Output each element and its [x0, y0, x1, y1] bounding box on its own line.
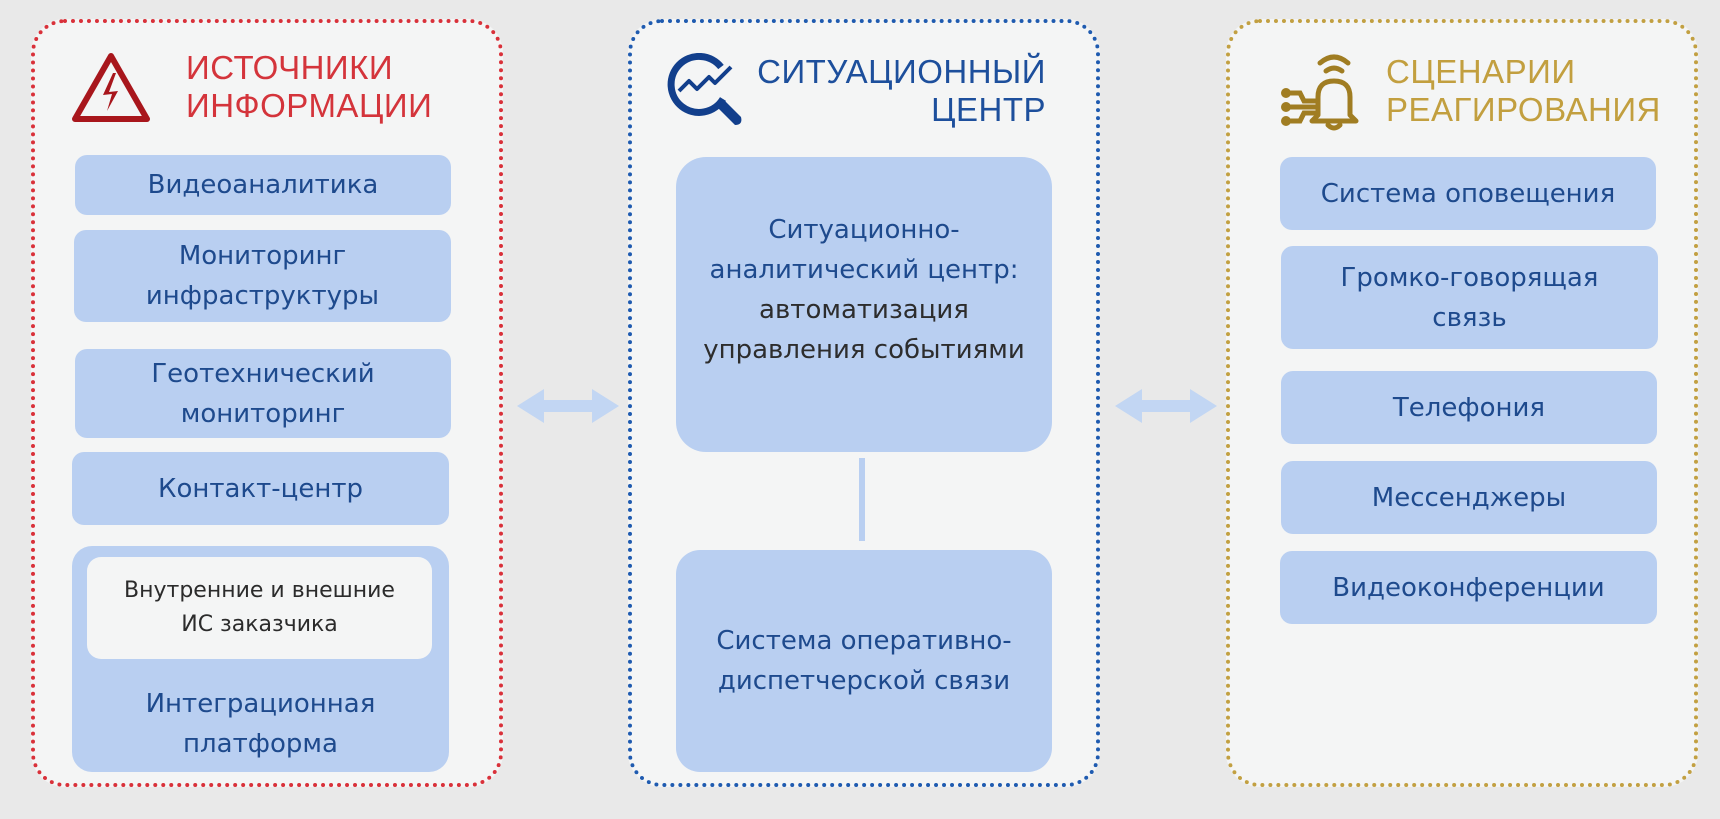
bidirectional-arrow-right [1115, 389, 1217, 423]
scenario-item-label: Видеоконференции [1332, 572, 1605, 603]
scenario-item-telephony[interactable]: Телефония [1281, 371, 1657, 444]
scenario-item-public-address[interactable]: Громко-говорящая связь [1281, 246, 1658, 349]
sources-title-line2: ИНФОРМАЦИИ [186, 87, 433, 124]
situational-analytics-center-box[interactable]: Ситуационно- аналитический центр: автома… [676, 157, 1052, 452]
sources-title: ИСТОЧНИКИ ИНФОРМАЦИИ [186, 49, 432, 125]
source-item-label: мониторинг [180, 398, 346, 429]
situation-center-title: СИТУАЦИОННЫЙ ЦЕНТР [757, 53, 1046, 129]
source-item-label: Контакт-центр [157, 473, 364, 504]
situational-analytics-desc: автоматизация [759, 294, 969, 325]
dispatch-communication-box[interactable]: Система оперативно- диспетчерской связи [676, 550, 1052, 772]
scenario-item-label: Мессенджеры [1371, 482, 1567, 513]
scenario-item-label: Телефония [1392, 392, 1546, 423]
customer-systems-label: Внутренние и внешние [124, 578, 395, 603]
source-item-infrastructure-monitoring[interactable]: Мониторинг инфраструктуры [74, 230, 451, 322]
response-scenarios-title-line2: РЕАГИРОВАНИЯ [1386, 91, 1661, 128]
source-item-videoanalytics[interactable]: Видеоаналитика [75, 155, 451, 215]
source-item-label: Геотехнический [151, 358, 375, 389]
source-item-label: Видеоаналитика [147, 170, 379, 200]
sources-title-line1: ИСТОЧНИКИ [186, 49, 394, 86]
dispatch-communication-label: Система оперативно- [716, 626, 1012, 656]
response-scenarios-title-line1: СЦЕНАРИИ [1386, 53, 1576, 90]
high-voltage-warning-icon [72, 53, 150, 122]
integration-platform-label: платформа [183, 729, 338, 759]
scenario-item-label: Система оповещения [1320, 178, 1616, 209]
situation-center-title-line1: СИТУАЦИОННЫЙ [757, 53, 1046, 90]
scenario-item-label: Громко-говорящая [1340, 262, 1599, 293]
source-item-contact-center[interactable]: Контакт-центр [72, 452, 449, 525]
connector-line [859, 458, 865, 541]
source-item-label: инфраструктуры [145, 281, 380, 311]
situational-analytics-title: Ситуационно- [768, 214, 960, 245]
source-item-label: Мониторинг [178, 241, 347, 271]
customer-systems-box[interactable]: Внутренние и внешние ИС заказчика [87, 557, 432, 659]
scenario-item-messengers[interactable]: Мессенджеры [1281, 461, 1657, 534]
situational-analytics-desc: управления событиями [703, 334, 1025, 365]
customer-systems-label: ИС заказчика [181, 612, 338, 637]
source-item-geotechnical-monitoring[interactable]: Геотехнический мониторинг [75, 349, 451, 438]
response-scenarios-title: СЦЕНАРИИ РЕАГИРОВАНИЯ [1386, 53, 1661, 129]
scenario-item-alert-system[interactable]: Система оповещения [1280, 157, 1656, 230]
integration-platform-label: Интеграционная [145, 689, 376, 719]
dispatch-communication-label: диспетчерской связи [717, 666, 1011, 696]
situational-analytics-title: аналитический центр: [709, 254, 1019, 285]
magnifier-chart-icon [667, 53, 742, 125]
bidirectional-arrow-left [517, 389, 619, 423]
scenario-item-videoconferencing[interactable]: Видеоконференции [1280, 551, 1657, 624]
alarm-bell-network-icon [1281, 54, 1359, 131]
situation-center-title-line2: ЦЕНТР [931, 91, 1046, 128]
scenario-item-label: связь [1432, 302, 1507, 333]
